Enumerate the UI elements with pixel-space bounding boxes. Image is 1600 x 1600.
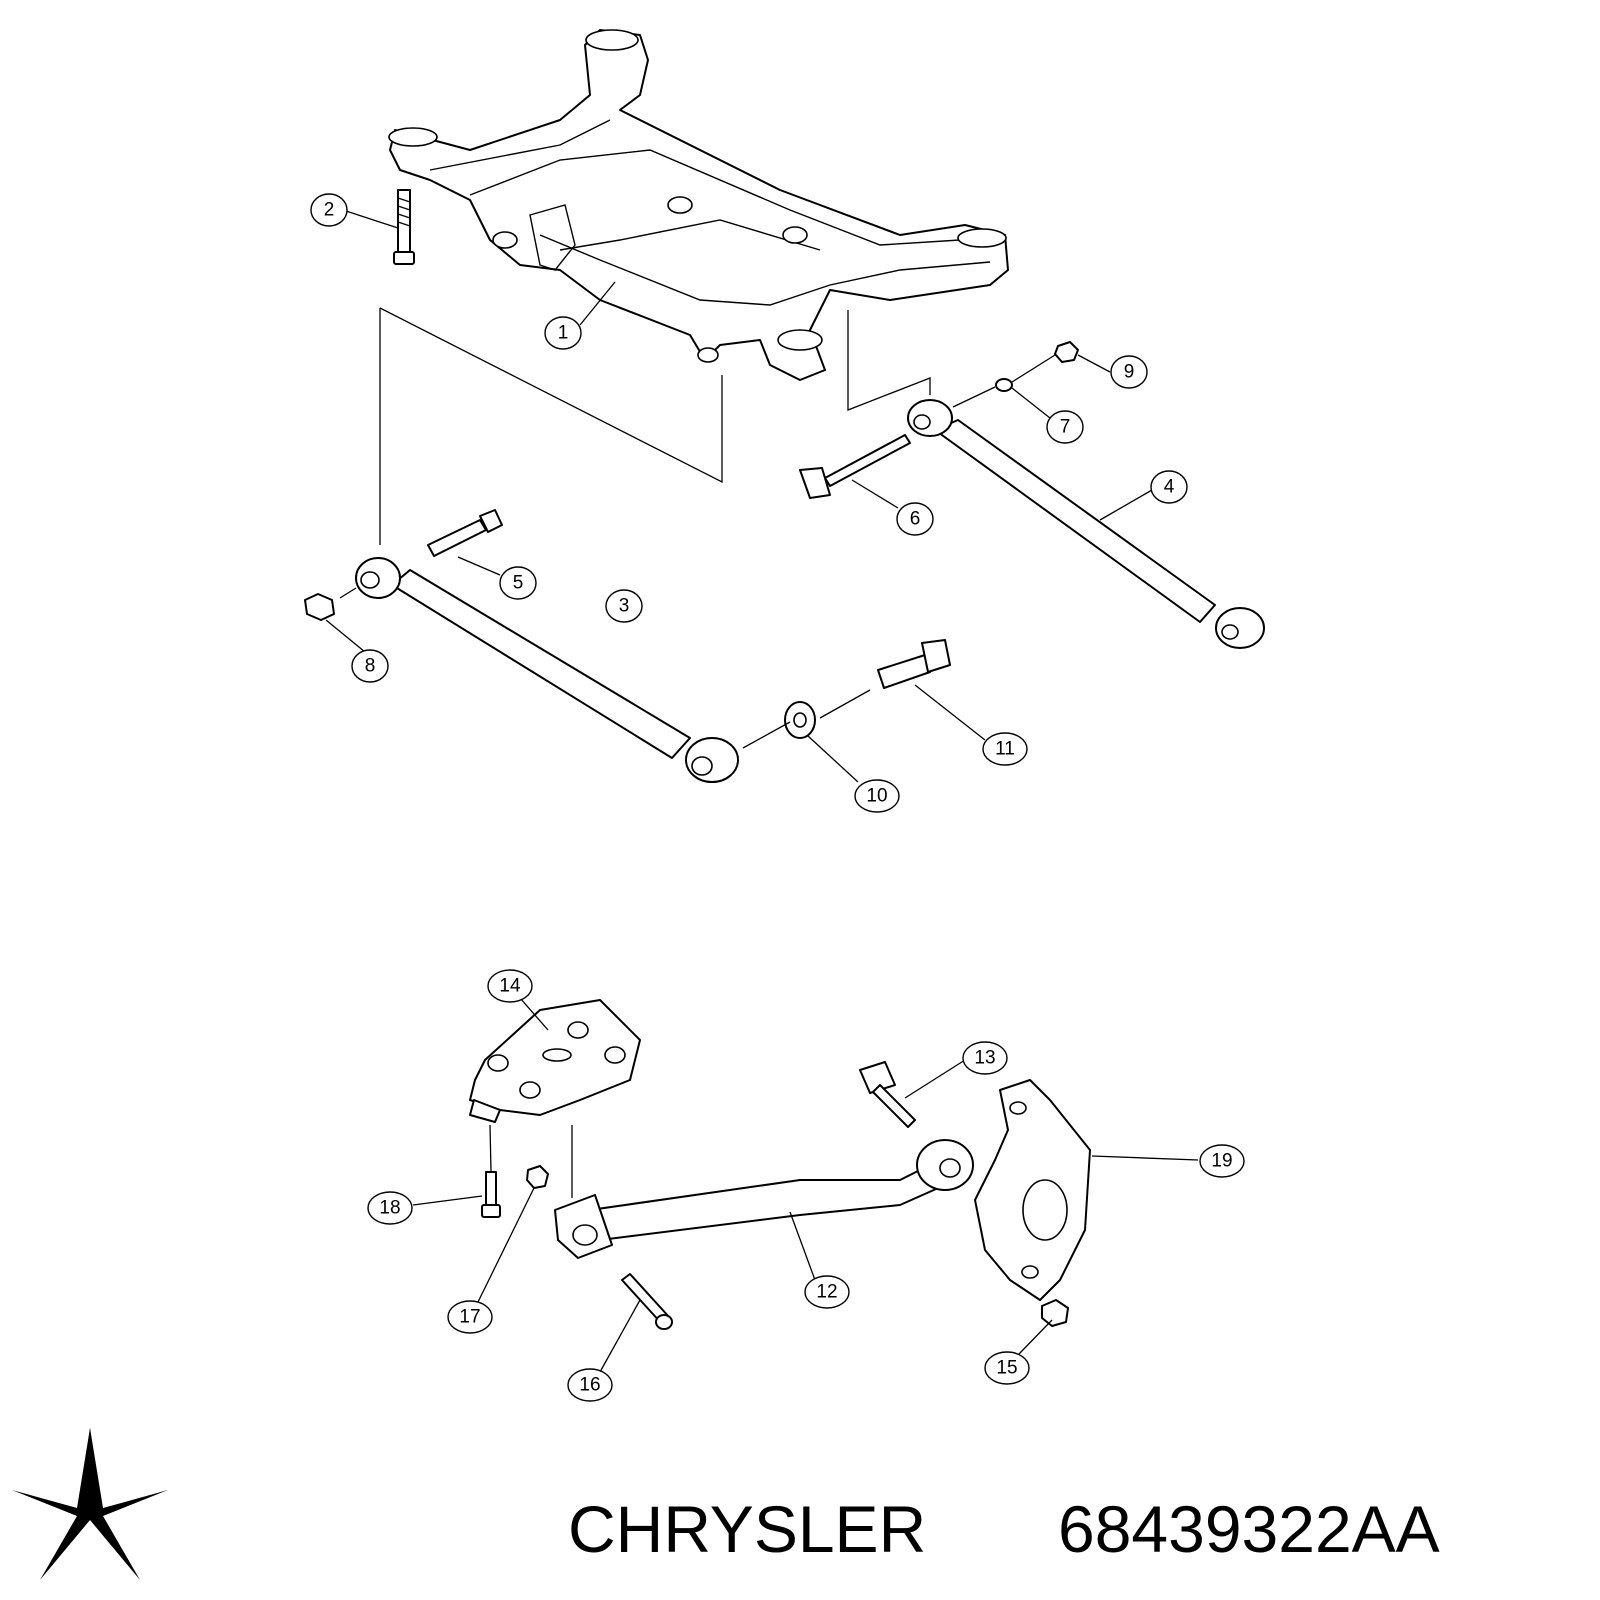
link-4 [907,399,1265,649]
callout-18: 18 [367,1191,413,1225]
callout-4: 4 [1150,470,1188,504]
callout-label: 3 [619,596,630,617]
callout-14: 14 [487,969,533,1003]
nut-9 [1054,341,1079,363]
nut-15 [1041,1299,1069,1327]
callout-label: 16 [579,1375,600,1396]
callout-label: 1 [558,323,569,344]
callout-label: 6 [910,509,921,530]
link-12 [554,1139,974,1259]
callout-label: 12 [816,1282,837,1303]
callout-1: 1 [544,316,582,350]
brand-name: CHRYSLER [568,1492,926,1566]
bolt-16 [621,1273,673,1330]
callout-16: 16 [567,1368,613,1402]
bolt-11 [877,639,951,689]
callout-label: 17 [459,1307,480,1328]
bolt-6 [799,434,911,499]
callout-label: 18 [379,1198,400,1219]
callout-2: 2 [310,193,348,227]
callout-6: 6 [896,502,934,536]
chrysler-pentastar-logo [12,1428,168,1580]
callout-7: 7 [1046,410,1084,444]
bracket-14 [469,999,641,1123]
knuckle-19 [974,1079,1091,1301]
callout-label: 14 [499,976,521,997]
alignment-lines [379,307,931,545]
callout-label: 9 [1124,362,1135,383]
callout-17: 17 [447,1300,493,1334]
callout-label: 11 [995,739,1015,760]
callout-label: 19 [1211,1151,1232,1172]
bolt-13 [859,1061,916,1128]
callout-label: 13 [974,1048,995,1069]
callout-label: 5 [513,573,524,594]
callout-9: 9 [1110,355,1148,389]
callout-10: 10 [854,779,900,813]
washer-7 [995,378,1013,392]
leader-lines [325,209,1199,1373]
callout-label: 4 [1164,477,1175,498]
callout-19: 19 [1199,1144,1245,1178]
callout-3: 3 [605,589,643,623]
link-3 [355,557,739,783]
bolt-18 [481,1171,501,1218]
callout-5: 5 [499,566,537,600]
callout-11: 11 [982,732,1028,766]
callout-label: 7 [1060,417,1071,438]
callout-label: 15 [996,1358,1017,1379]
callout-label: 8 [365,656,376,677]
callout-8: 8 [351,649,389,683]
nut-17 [526,1165,549,1189]
callout-15: 15 [984,1351,1030,1385]
part-number: 68439322AA [1058,1492,1440,1566]
bolt-5 [427,509,503,557]
bolt-2 [393,189,415,265]
callout-label: 2 [324,200,335,221]
crossmember [388,29,1009,381]
callout-12: 12 [804,1275,850,1309]
nut-8 [304,593,335,621]
callout-label: 10 [866,786,887,807]
callout-13: 13 [962,1041,1008,1075]
